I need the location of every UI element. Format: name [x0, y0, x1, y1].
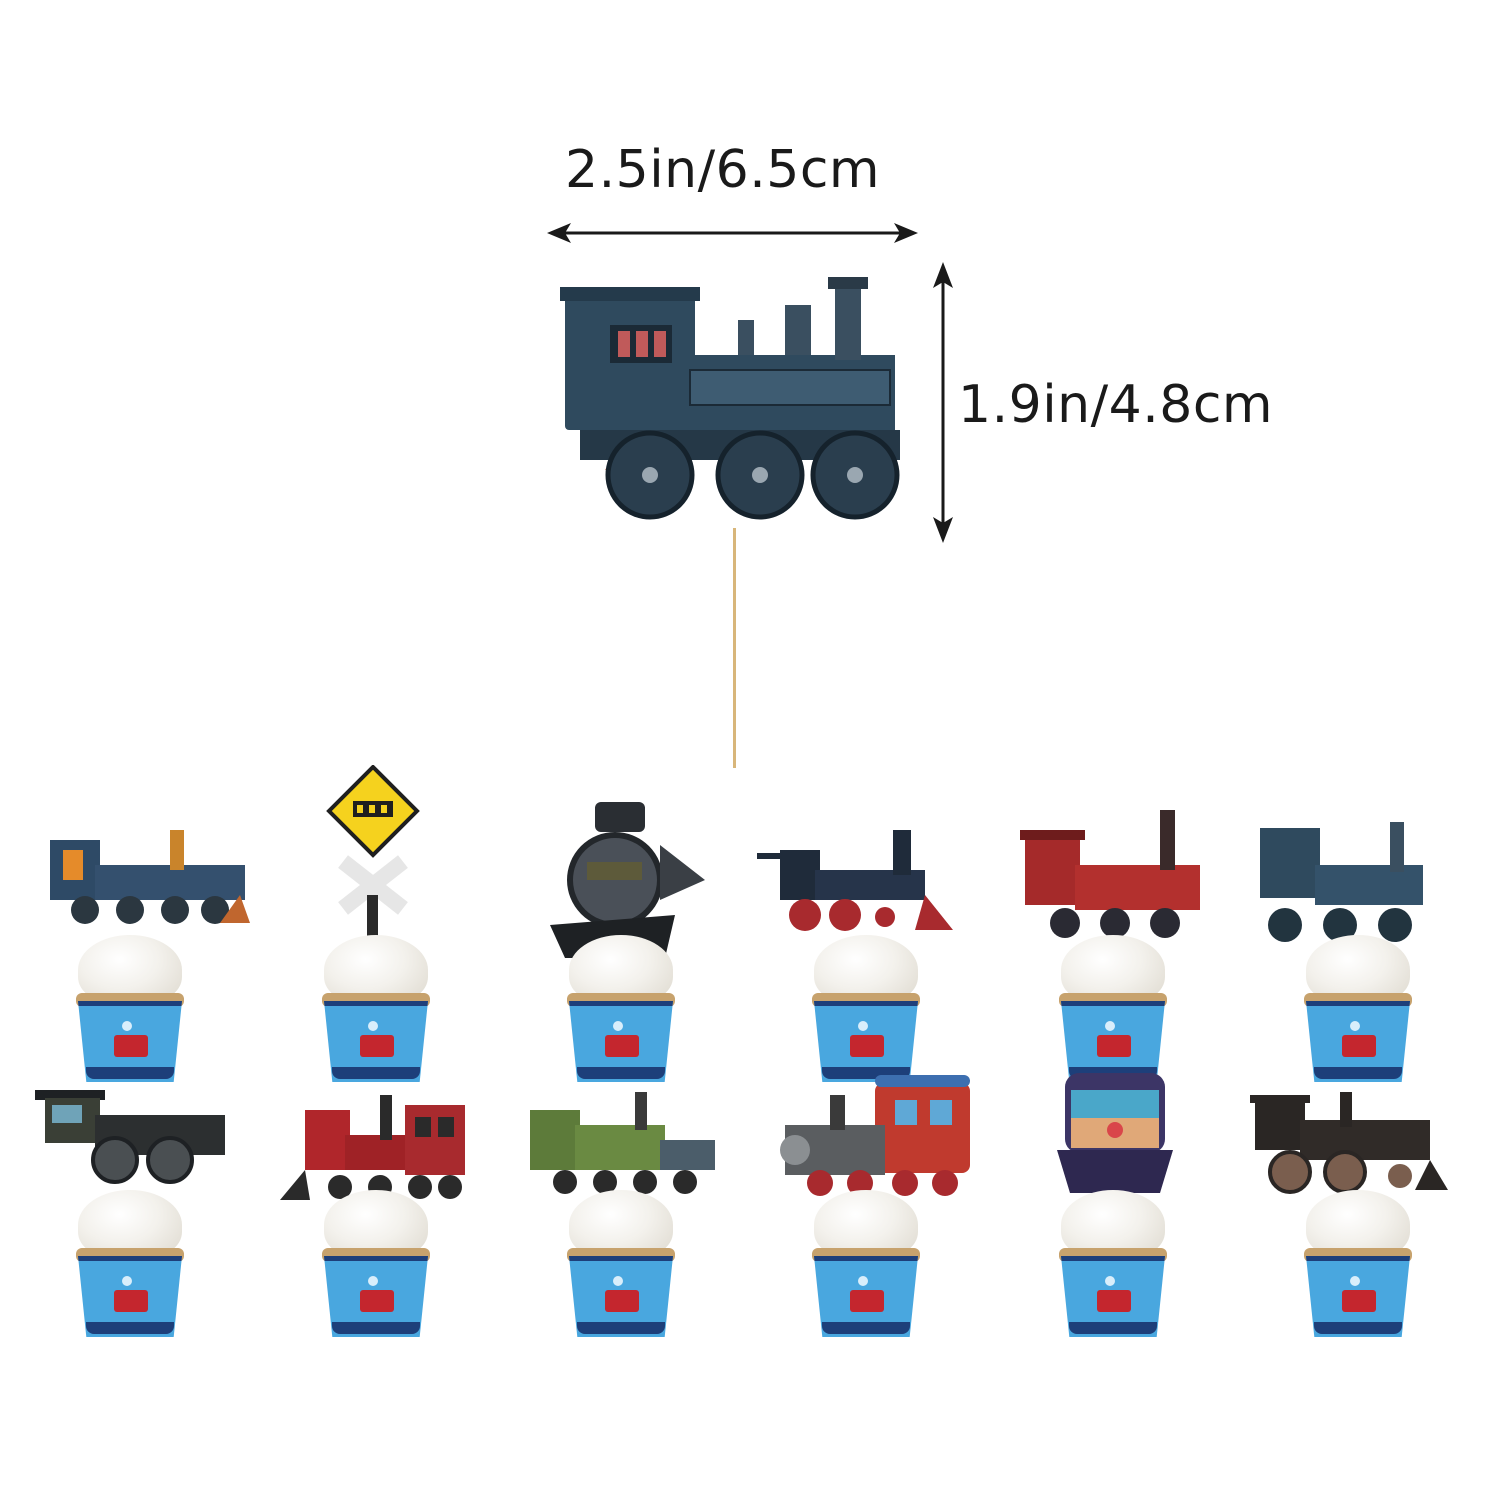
cupcake	[318, 935, 434, 1085]
topper-vintage-black-locomotive	[1250, 1092, 1448, 1194]
train-icon	[114, 1035, 148, 1057]
cupcake	[808, 935, 924, 1085]
topper-red-locomotive-with-car	[280, 1095, 465, 1200]
topper-dark-blue-locomotive	[1260, 822, 1423, 942]
cupcake	[72, 935, 188, 1085]
topper-green-locomotive	[530, 1092, 715, 1194]
cupcake	[1300, 935, 1416, 1085]
cupcake	[563, 935, 679, 1085]
train-icon	[605, 1290, 639, 1312]
train-icon	[1342, 1290, 1376, 1312]
topper-red-locomotive-blue-car	[780, 1075, 970, 1196]
topper-blue-orange-locomotive	[50, 830, 250, 924]
cupcake	[1055, 935, 1171, 1085]
topper-red-locomotive	[1020, 810, 1200, 938]
topper-purple-diesel-front	[1057, 1073, 1173, 1193]
cupcake	[808, 1190, 924, 1340]
featured-locomotive-topper	[560, 277, 900, 520]
train-icon	[360, 1035, 394, 1057]
height-dimension-label: 1.9in/4.8cm	[958, 375, 1274, 435]
train-icon	[1097, 1290, 1131, 1312]
train-icon	[1342, 1035, 1376, 1057]
cupcake	[1300, 1190, 1416, 1340]
train-icon	[360, 1290, 394, 1312]
train-icon	[605, 1035, 639, 1057]
cupcake	[1055, 1190, 1171, 1340]
cupcake	[318, 1190, 434, 1340]
train-icon	[850, 1035, 884, 1057]
cupcake	[72, 1190, 188, 1340]
topper-railroad-crossing-sign	[326, 765, 420, 970]
topper-black-red-locomotive	[757, 830, 953, 931]
cupcake	[563, 1190, 679, 1340]
height-arrow-icon	[933, 262, 953, 543]
width-dimension-label: 2.5in/6.5cm	[565, 140, 881, 200]
train-icon	[850, 1290, 884, 1312]
train-icon	[114, 1290, 148, 1312]
topper-black-locomotive	[35, 1090, 225, 1184]
width-arrow-icon	[547, 223, 918, 243]
train-icon	[1097, 1035, 1131, 1057]
featured-topper-stick	[733, 528, 736, 768]
